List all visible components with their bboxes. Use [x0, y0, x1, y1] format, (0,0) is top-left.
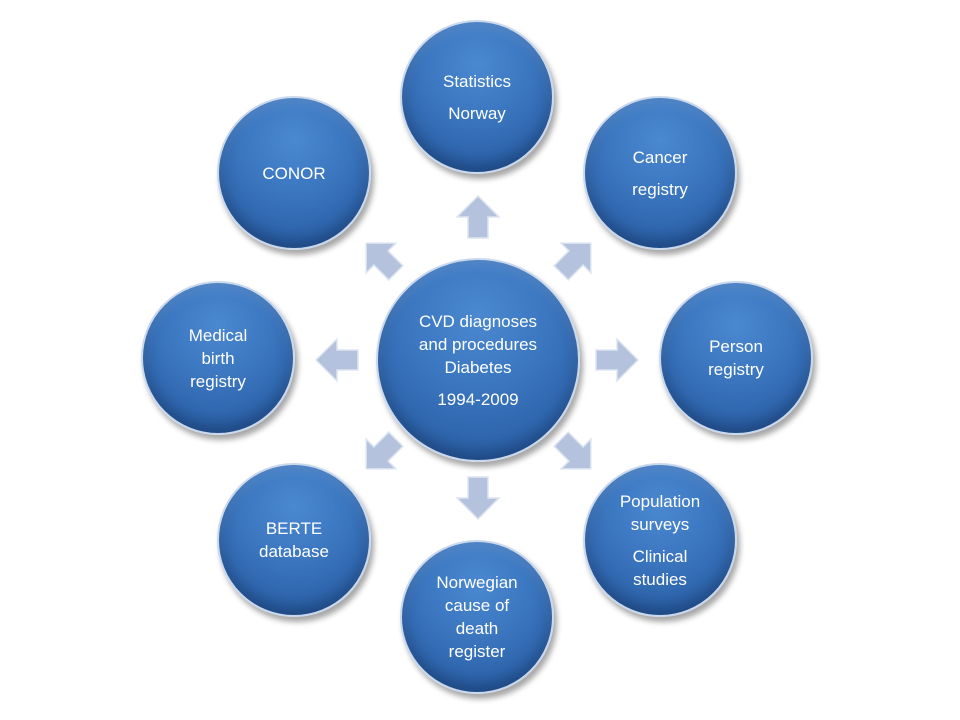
statistics-norway-line-2: Norway	[448, 103, 506, 123]
node-conor: CONOR	[217, 96, 371, 250]
node-cause-of-death-register: Norwegian cause of death register	[400, 540, 554, 694]
population-surveys-line-3: Clinical	[632, 546, 688, 566]
center-line-1: CVD diagnoses	[418, 311, 538, 331]
cancer-registry-line-2: registry	[632, 179, 688, 199]
statistics-norway-line-1: Statistics	[442, 71, 512, 91]
cause-of-death-line-3: death	[455, 619, 499, 638]
cause-of-death-line-1: Norwegian	[436, 573, 518, 592]
population-surveys-line-1: Population	[619, 491, 701, 511]
node-berte-database: BERTE database	[217, 463, 371, 617]
cancer-registry-line-1: Cancer	[632, 147, 688, 167]
conor-line-1: CONOR	[262, 163, 326, 183]
population-surveys-line-4: studies	[633, 569, 687, 589]
arrow-up-icon	[455, 194, 501, 240]
arrow-down-right-icon	[543, 421, 608, 486]
center-line-3: Diabetes	[444, 357, 512, 377]
person-registry-line-2: registry	[708, 360, 764, 379]
population-surveys-line-2: surveys	[630, 514, 690, 534]
cause-of-death-line-4: register	[448, 642, 506, 661]
medical-birth-registry-line-2: birth	[201, 348, 235, 368]
berte-database-line-2: database	[259, 542, 329, 561]
person-registry-line-1: Person	[709, 337, 763, 356]
arrow-up-left-icon	[348, 225, 413, 290]
medical-birth-registry-line-3: registry	[190, 371, 246, 391]
node-person-registry: Person registry	[659, 281, 813, 435]
arrow-right-icon	[594, 337, 640, 383]
cause-of-death-line-2: cause of	[444, 596, 510, 615]
medical-birth-registry-line-1: Medical	[188, 325, 248, 345]
arrow-down-left-icon	[348, 421, 413, 486]
arrow-left-icon	[314, 337, 360, 383]
center-node-cvd-diabetes: CVD diagnoses and procedures Diabetes 19…	[376, 258, 580, 462]
node-population-surveys: Population surveys Clinical studies	[583, 463, 737, 617]
arrow-up-right-icon	[543, 225, 608, 290]
node-medical-birth-registry: Medical birth registry	[141, 281, 295, 435]
arrow-down-icon	[455, 475, 501, 521]
center-years: 1994-2009	[437, 389, 519, 409]
node-statistics-norway: Statistics Norway	[400, 20, 554, 174]
center-line-2: and procedures	[418, 334, 538, 354]
node-cancer-registry: Cancer registry	[583, 96, 737, 250]
berte-database-line-1: BERTE	[265, 519, 323, 538]
